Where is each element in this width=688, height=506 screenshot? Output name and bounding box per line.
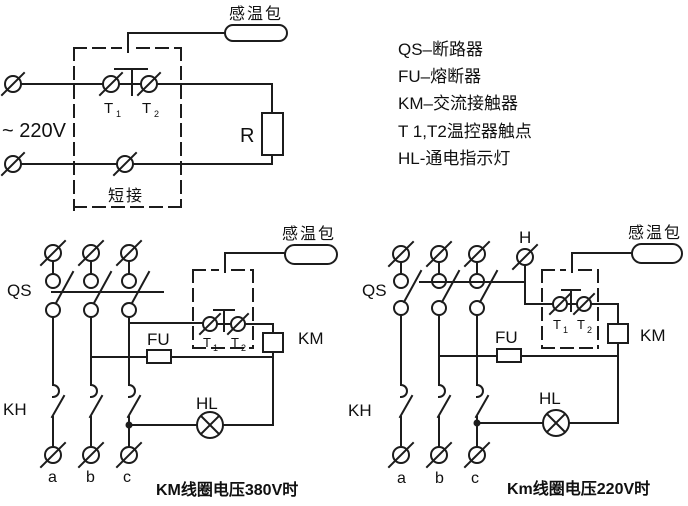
legend-item: QS–断路器 (398, 40, 483, 59)
thermal-bulb-icon (284, 244, 338, 265)
sensor-bulb-label: 感温包 (282, 225, 336, 243)
top-circuit: 感温包 ~ 220V T 1 T 2 R 短接 (0, 5, 288, 211)
t2-sub-label: 2 (154, 109, 159, 119)
t2-contact-icon (136, 71, 162, 97)
thermostat-dashed-box (192, 269, 254, 349)
phase-c-label: c (123, 469, 131, 486)
circuit-caption: KM线圈电压380V时 (156, 480, 298, 499)
t1-contact-icon (198, 312, 222, 336)
phase-line (39, 239, 75, 469)
circuit-caption: Km线圈电压220V时 (507, 479, 650, 498)
phase-line (425, 240, 461, 469)
indicator-lamp-icon (196, 411, 224, 439)
t1-contact-icon (548, 292, 572, 316)
sensor-bulb-label: 感温包 (628, 224, 682, 242)
t2-label: T (231, 335, 239, 350)
phase-a-label: a (397, 470, 406, 487)
thermostat-dashed-box (73, 47, 182, 211)
terminal-icon (0, 151, 26, 177)
thermal-bulb-icon (224, 24, 288, 42)
legend-item: T 1,T2温控器触点 (398, 122, 532, 141)
t1-label: T (203, 335, 211, 350)
phase-b-label: b (435, 470, 444, 487)
fuse-box (146, 349, 172, 364)
resistor-label: R (240, 125, 254, 147)
sensor-bulb-label: 感温包 (229, 5, 283, 23)
t2-contact-icon (226, 312, 250, 336)
t2-sub-label: 2 (587, 325, 592, 335)
junction-dot (473, 419, 481, 427)
right-circuit: QS KH FU KM HL H 感温包 T 1 T 2 a b c Km线圈电… (348, 224, 683, 498)
t1-label: T (553, 317, 561, 332)
actuator-t-bar (114, 68, 148, 96)
thermostat-dashed-box (541, 269, 599, 349)
contactor-coil-box (607, 323, 629, 344)
hl-label: HL (196, 394, 218, 413)
resistor-box (261, 112, 284, 156)
contactor-coil-box (262, 332, 284, 353)
t2-contact-icon (572, 292, 596, 316)
phase-b-label: b (86, 469, 95, 486)
left-circuit: QS KH FU KM HL 感温包 T 1 T 2 a b c KM线圈电压3… (3, 225, 338, 499)
capillary-tube (571, 252, 633, 273)
legend-item: KM–交流接触器 (398, 94, 518, 113)
capillary-tube (224, 252, 286, 273)
hl-label: HL (539, 389, 561, 408)
t2-label: T (142, 100, 151, 117)
actuator-t-bar (561, 289, 581, 312)
terminal-icon (0, 71, 26, 97)
phase-line (115, 239, 151, 469)
junction-dot (125, 421, 133, 429)
fu-label: FU (495, 328, 518, 347)
phase-line (77, 239, 113, 469)
km-label: KM (298, 329, 324, 348)
t1-label: T (104, 100, 113, 117)
km-label: KM (640, 326, 666, 345)
thermal-bulb-icon (631, 243, 683, 264)
h-label: H (519, 228, 531, 247)
kh-label: KH (3, 400, 27, 419)
kh-label: KH (348, 401, 372, 420)
t1-sub-label: 1 (116, 109, 121, 119)
legend-item: FU–熔断器 (398, 67, 481, 86)
phase-c-label: c (471, 470, 479, 487)
t1-sub-label: 1 (563, 325, 568, 335)
t1-contact-icon (98, 71, 124, 97)
legend-item: HL-通电指示灯 (398, 149, 510, 168)
voltage-label: ~ 220V (2, 120, 67, 142)
phase-a-label: a (48, 469, 57, 486)
fu-label: FU (147, 330, 170, 349)
t2-sub-label: 2 (241, 343, 246, 353)
capillary-tube (127, 32, 226, 53)
t1-sub-label: 1 (213, 343, 218, 353)
phase-line (387, 240, 423, 469)
t2-label: T (577, 317, 585, 332)
qs-label: QS (7, 281, 32, 300)
indicator-lamp-icon (542, 409, 570, 437)
legend: QS–断路器 FU–熔断器 KM–交流接触器 T 1,T2温控器触点 HL-通电… (398, 40, 532, 168)
fuse-box (496, 348, 522, 363)
qs-label: QS (362, 281, 387, 300)
actuator-t-bar (213, 309, 235, 332)
short-jumper-label: 短接 (108, 187, 144, 205)
phase-line (463, 240, 499, 469)
short-contact-icon (112, 151, 138, 177)
